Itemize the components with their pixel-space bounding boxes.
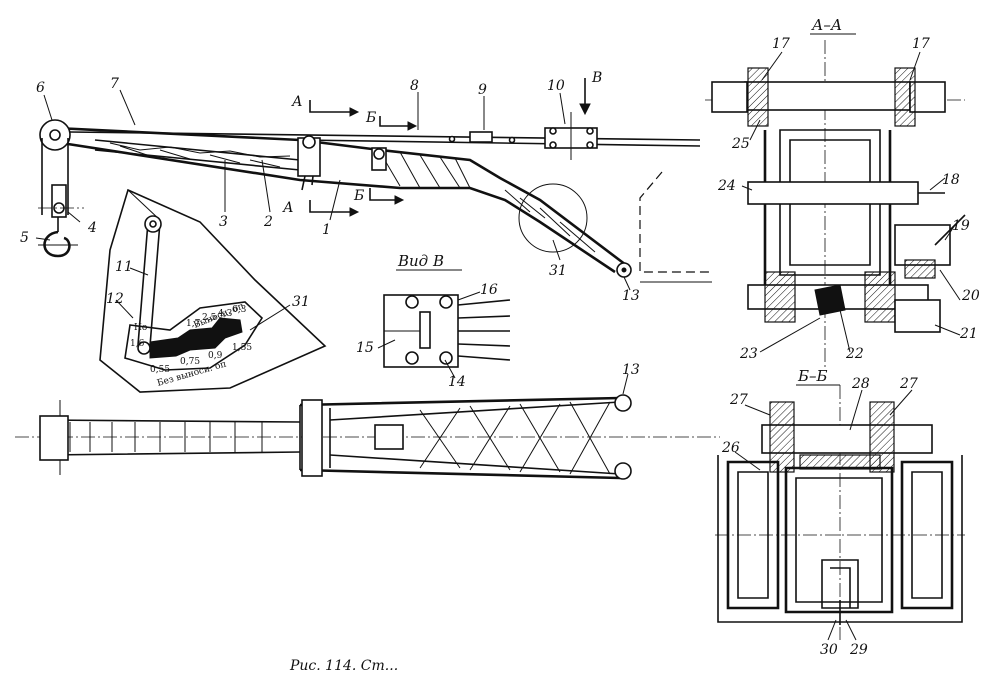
- callout-22: 22: [845, 346, 864, 362]
- view-arrow-v: В: [591, 70, 602, 86]
- scale-top-value-2: 2,5: [202, 313, 217, 323]
- section-mark-a-top: А: [291, 94, 303, 110]
- section-mark-b-bottom: Б: [353, 188, 364, 204]
- callout-13: 13: [622, 288, 640, 304]
- scale-left-label: Но: [134, 323, 147, 333]
- callout-1: 1: [322, 222, 331, 238]
- view-v-title: Вид В: [397, 252, 444, 270]
- callout-13-plan: 13: [622, 362, 640, 378]
- callout-31-boom: 31: [549, 263, 567, 279]
- callout-29: 29: [849, 642, 868, 658]
- callout-2: 2: [263, 214, 273, 230]
- scale-bottom-value-4: 1,55: [232, 343, 252, 353]
- callout-24: 24: [717, 178, 736, 194]
- callout-numbers: 1 2 3 4 5 6 7 8 9 10 11 12 13 13 14 15 1…: [20, 36, 980, 658]
- callout-14: 14: [448, 374, 466, 390]
- callout-28: 28: [851, 376, 870, 392]
- callout-17-right: 17: [912, 36, 930, 52]
- scale-top-value-1: 1,7: [186, 319, 201, 329]
- callout-16: 16: [480, 282, 498, 298]
- callout-4: 4: [87, 220, 97, 236]
- callout-21: 21: [959, 326, 978, 342]
- scale-bottom-value-1: 0,55: [150, 365, 170, 375]
- scale-side-value: 1,6: [130, 339, 145, 349]
- callout-27-left: 27: [729, 392, 748, 408]
- callout-5: 5: [20, 230, 29, 246]
- boom-plan-view: [15, 394, 720, 480]
- leader-lines: [35, 51, 961, 641]
- scale-top-value-4: 6,3: [232, 305, 247, 315]
- callout-8: 8: [410, 78, 419, 94]
- scale-top-value-3: 4,3: [218, 309, 233, 319]
- load-indicator-detail: Выноси. оп Но 1,6 1,7 2,5 4,3 6,3 0,55 0…: [99, 188, 327, 393]
- section-aa-title: А–А: [811, 16, 842, 34]
- callout-12: 12: [106, 291, 124, 307]
- boom-side-view: [38, 78, 712, 283]
- callout-11: 11: [115, 259, 133, 275]
- callout-20: 20: [961, 288, 980, 304]
- callout-30: 30: [820, 642, 838, 658]
- callout-15: 15: [356, 340, 374, 356]
- callout-7: 7: [110, 76, 119, 92]
- section-aa-view: [705, 40, 966, 368]
- callout-6: 6: [36, 80, 45, 96]
- section-bb-view: [715, 385, 965, 640]
- callout-9: 9: [478, 82, 487, 98]
- callout-31-detail: 31: [292, 294, 310, 310]
- section-mark-b-top: Б: [365, 110, 376, 126]
- callout-10: 10: [547, 78, 565, 94]
- callout-18: 18: [942, 172, 960, 188]
- callout-17-left: 17: [772, 36, 790, 52]
- callout-19: 19: [952, 218, 970, 234]
- callout-26: 26: [721, 440, 740, 456]
- figure-caption: Рис. 114. Ст...: [289, 658, 398, 673]
- callout-27-right: 27: [899, 376, 918, 392]
- section-mark-a-bottom: А: [282, 200, 294, 216]
- callout-23: 23: [739, 346, 758, 362]
- section-bb-title: Б–Б: [797, 367, 828, 385]
- scale-bottom-value-3: 0,9: [208, 351, 223, 361]
- scale-bottom-value-2: 0,75: [180, 357, 200, 367]
- view-v-detail: [383, 294, 511, 368]
- callout-3: 3: [219, 214, 228, 230]
- callout-25: 25: [731, 136, 750, 152]
